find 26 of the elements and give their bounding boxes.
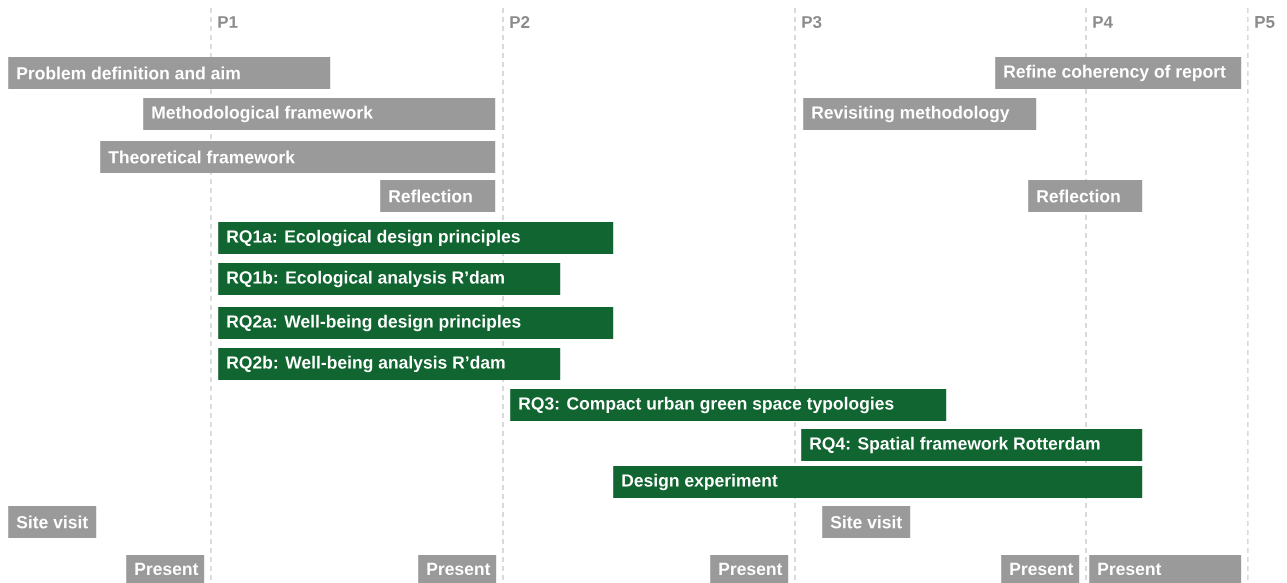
task-bar: Design experiment (613, 466, 1143, 498)
task-bar: Reflection (380, 180, 496, 212)
task-bar: RQ4: Spatial framework Rotterdam (801, 429, 1143, 461)
milestone-label: P1 (218, 16, 238, 28)
task-bar: Present (418, 555, 497, 583)
task-bar: RQ2b: Well-being analysis R’dam (218, 348, 561, 380)
task-bar: Site visit (8, 506, 97, 538)
milestone-label: P2 (510, 16, 530, 28)
milestone-label: P5 (1255, 16, 1275, 28)
milestone-label: P4 (1093, 16, 1113, 28)
task-bar: Present (1001, 555, 1080, 583)
task-bar: Present (126, 555, 205, 583)
task-bar: Present (1089, 555, 1242, 583)
task-bar: Revisiting methodology (803, 98, 1037, 130)
milestone-label: P3 (802, 15, 822, 28)
task-bar: Present (710, 555, 789, 583)
task-bar: Methodological framework (143, 98, 496, 130)
task-bar: RQ1a: Ecological design principles (218, 222, 614, 254)
task-bar: Refine coherency of report (995, 57, 1242, 89)
task-bar: Reflection (1028, 180, 1143, 212)
task-bar: Site visit (822, 506, 911, 538)
task-bar: RQ2a: Well-being design principles (218, 307, 614, 339)
task-bar: Problem definition and aim (8, 57, 331, 89)
task-bar: RQ3: Compact urban green space typologies (510, 389, 947, 421)
task-bar: RQ1b: Ecological analysis R’dam (218, 263, 561, 295)
task-bar: Theoretical framework (100, 141, 496, 173)
